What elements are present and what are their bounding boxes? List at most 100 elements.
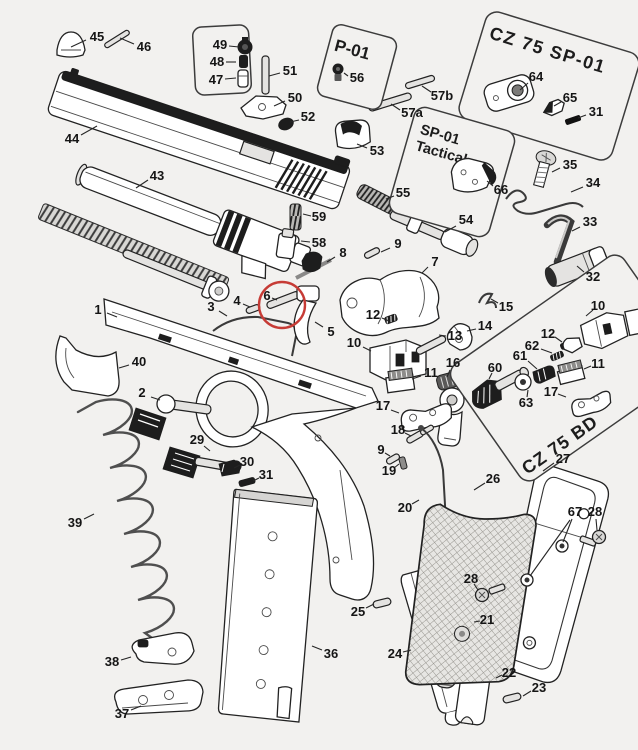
leader-line (242, 303, 251, 308)
part-label-45: 45 (90, 29, 104, 44)
washer-63-hole (520, 379, 526, 385)
part-label-21: 21 (480, 612, 494, 627)
leader-line (150, 396, 161, 401)
magazine-floorplate (113, 679, 204, 715)
part-label-51: 51 (283, 63, 297, 78)
part-label-7: 7 (431, 254, 438, 269)
leader-line (326, 256, 336, 263)
leader-line (119, 37, 135, 45)
leader-line (343, 72, 349, 77)
screw-28-lower-shaft (488, 583, 506, 595)
part-label-28-lower: 28 (464, 571, 478, 586)
part-label-39: 39 (68, 515, 82, 530)
leader-line (444, 225, 457, 233)
leader-line (218, 310, 228, 317)
block-11-inset (556, 359, 586, 386)
part-label-66: 66 (494, 182, 508, 197)
leader-line (271, 297, 278, 301)
pin-31-lower (238, 477, 256, 487)
part-label-36: 36 (324, 646, 338, 661)
leader-line (438, 334, 447, 337)
part-label-31-top: 31 (589, 104, 603, 119)
leader-line (380, 247, 391, 253)
leader-line (557, 393, 567, 398)
part-label-11-main: 11 (424, 365, 438, 380)
part-label-20: 20 (398, 500, 412, 515)
slide-stop-spring-rod (389, 210, 479, 257)
part-label-47: 47 (209, 72, 223, 87)
screw-56 (332, 63, 344, 81)
part-47 (237, 69, 249, 88)
pin-13 (415, 335, 447, 355)
part-label-17-inset: 17 (544, 384, 558, 399)
leader-line (70, 39, 87, 48)
washer-67-right-hole (559, 543, 565, 549)
part-label-18: 18 (391, 422, 405, 437)
pin-9-lower (385, 453, 401, 465)
leader-line (562, 518, 573, 543)
part-label-10-inset: 10 (591, 298, 605, 313)
part-label-64: 64 (529, 69, 544, 84)
part-label-43: 43 (150, 168, 164, 183)
leader-line (495, 674, 503, 679)
leader-line (228, 45, 240, 48)
leader-line (365, 603, 375, 609)
leader-line (446, 369, 451, 378)
pin-9-upper (363, 247, 381, 259)
leader-line (268, 72, 281, 77)
part-label-28-right: 28 (588, 504, 602, 519)
part-label-56: 56 (350, 70, 364, 85)
sear-cage-7 (339, 269, 440, 337)
leader-line (300, 240, 311, 243)
part-label-53: 53 (370, 143, 384, 158)
leader-line (473, 583, 479, 591)
spring-62 (550, 350, 564, 362)
recoil-spring-guide (122, 249, 230, 302)
part-label-55: 55 (396, 185, 410, 200)
leader-line (83, 513, 95, 520)
leader-line (404, 432, 412, 437)
leader-line (488, 372, 493, 380)
leader-line (203, 445, 211, 452)
part-61 (532, 365, 556, 384)
spring-wire-15 (478, 292, 497, 309)
part-label-65: 65 (563, 90, 577, 105)
part-label-50: 50 (288, 90, 302, 105)
leader-line (252, 477, 260, 482)
screw-28-lower-slot (478, 591, 486, 599)
leader-line (381, 317, 390, 322)
trigger-pin-6 (266, 291, 300, 309)
leader-line (595, 518, 598, 531)
leader-line (540, 348, 553, 354)
leader-line (526, 389, 529, 398)
part-label-57b: 57b (431, 88, 453, 103)
part-label-3: 3 (207, 299, 214, 314)
left-grip-panel (404, 503, 537, 686)
leader-line (473, 620, 481, 623)
part-label-44: 44 (65, 131, 80, 146)
leader-line (551, 167, 561, 173)
screw-28-right-slot (595, 533, 603, 541)
leader-line (233, 464, 241, 469)
part-label-9-lower: 9 (377, 442, 384, 457)
screw-28-right-shaft (579, 535, 597, 547)
part-label-31-bottom: 31 (259, 467, 273, 482)
part-label-59: 59 (312, 209, 326, 224)
sight-pin (104, 29, 130, 49)
part-label-57a: 57a (401, 105, 423, 120)
frame (103, 298, 379, 601)
leader-line (577, 114, 587, 119)
leader-line (120, 656, 132, 661)
part-label-24: 24 (388, 646, 403, 661)
extractor (240, 95, 287, 120)
part-label-17-main: 17 (376, 398, 390, 413)
part-label-6: 6 (263, 288, 270, 303)
part-label-12-inset: 12 (541, 326, 555, 341)
leader-line (80, 125, 98, 136)
leader-line (529, 519, 571, 577)
leader-line (421, 266, 429, 274)
pin-18b (420, 424, 434, 436)
leader-line (585, 309, 594, 317)
leader-line (554, 336, 563, 343)
magazine-spring (76, 398, 176, 645)
